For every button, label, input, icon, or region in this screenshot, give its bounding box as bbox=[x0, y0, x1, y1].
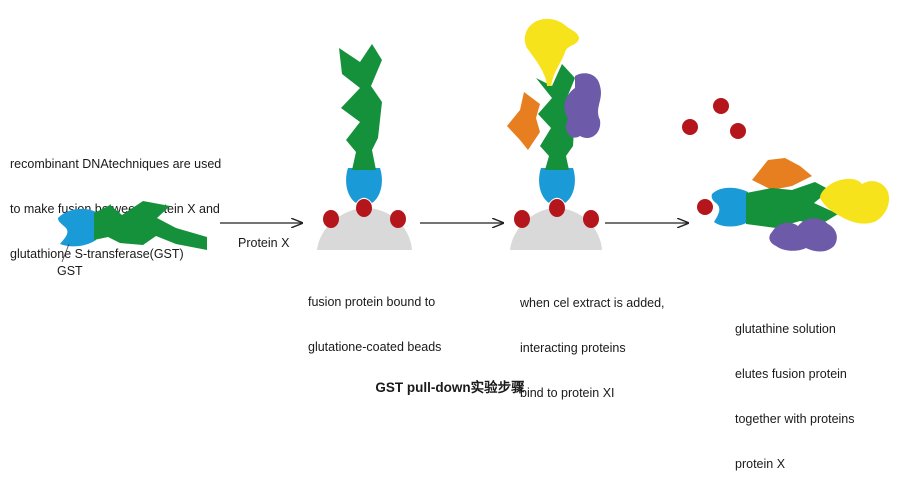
glutathione-bead bbox=[514, 210, 530, 228]
purple-interactor bbox=[769, 218, 837, 252]
intro-text: recombinant DNAtechniques are used to ma… bbox=[10, 157, 222, 261]
arrow1-label: Protein X bbox=[238, 236, 290, 250]
step1-fusion-protein bbox=[58, 201, 207, 263]
orange-interactor bbox=[507, 92, 540, 150]
glutathione-bead bbox=[390, 210, 406, 228]
step2-bead-complex bbox=[317, 44, 412, 250]
glutathione-bead bbox=[356, 199, 372, 217]
diagram-caption: GST pull-down实验步骤 bbox=[375, 380, 525, 395]
bead-base bbox=[317, 208, 412, 250]
step3-bead-complex bbox=[507, 18, 602, 250]
gst-domain bbox=[539, 168, 575, 203]
protein-x-domain bbox=[746, 182, 838, 228]
gst-pulldown-diagram: recombinant DNAtechniques are used to ma… bbox=[10, 18, 890, 471]
purple-interactor bbox=[564, 73, 601, 139]
step3-text: when cel extract is added, interacting p… bbox=[520, 296, 665, 400]
step4-eluted-complex bbox=[682, 98, 890, 252]
gst-domain bbox=[58, 208, 96, 247]
step2-text: fusion protein bound to glutatione-coate… bbox=[308, 295, 442, 354]
glutathione-bead bbox=[583, 210, 599, 228]
gst-domain bbox=[711, 187, 748, 227]
yellow-interactor bbox=[820, 178, 890, 224]
free-glutathione bbox=[713, 98, 729, 114]
free-glutathione bbox=[730, 123, 746, 139]
protein-x-domain bbox=[339, 44, 382, 170]
gst-domain bbox=[346, 168, 382, 203]
free-glutathione bbox=[682, 119, 698, 135]
diagram-graphics bbox=[58, 18, 890, 263]
free-glutathione bbox=[697, 199, 713, 215]
bead-base bbox=[510, 208, 602, 250]
gst-pointer bbox=[61, 243, 70, 263]
gst-label: GST bbox=[57, 264, 83, 278]
yellow-interactor bbox=[524, 18, 579, 86]
orange-interactor bbox=[752, 158, 812, 190]
protein-x-domain bbox=[536, 64, 575, 170]
glutathione-bead bbox=[323, 210, 339, 228]
glutathione-bead bbox=[549, 199, 565, 217]
protein-x-domain bbox=[94, 201, 207, 250]
